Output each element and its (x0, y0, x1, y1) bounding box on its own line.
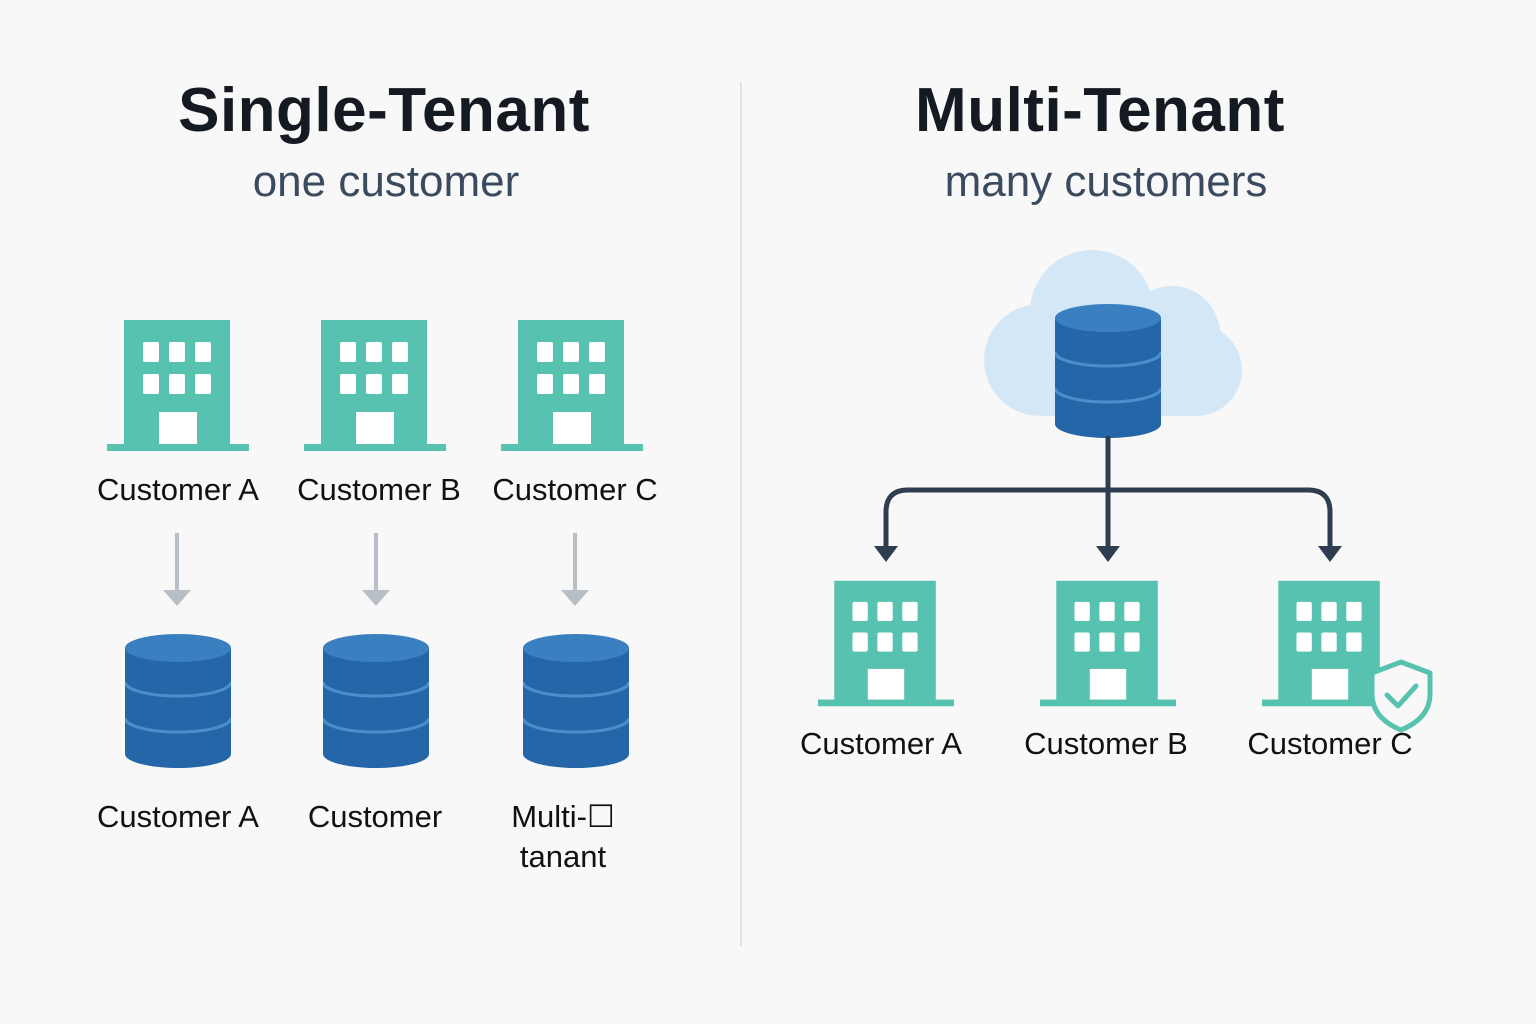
arrow-head-icon-multi-c (1318, 546, 1342, 562)
multi-customer-label-c: Customer C (1247, 726, 1413, 761)
database-icon-shared (1055, 304, 1161, 438)
single-database-label-a: Customer A (97, 799, 259, 834)
multi-customer-label-a: Customer A (800, 726, 962, 761)
multi-tenant-subtitle: many customers (944, 157, 1268, 206)
single-database-label-b: Customer (307, 799, 443, 834)
connector-lines (883, 435, 1333, 551)
database-icon-single-a (125, 634, 231, 768)
single-database-label-c: Multi-☐ tanant (511, 799, 615, 874)
building-icon-single-c (501, 320, 643, 451)
database-icon-single-b (323, 634, 429, 768)
building-icon-single-b (304, 320, 446, 451)
arrow-down-icon-single-c (561, 533, 589, 606)
arrow-head-icon-multi-b (1096, 546, 1120, 562)
building-icon-multi-a (818, 580, 954, 707)
single-customer-label-c: Customer C (492, 472, 658, 507)
arrow-head-icon-multi-a (874, 546, 898, 562)
arrow-down-icon-single-a (163, 533, 191, 606)
multi-customer-label-b: Customer B (1024, 726, 1188, 761)
building-icon-single-a (107, 320, 249, 451)
building-icon-multi-b (1040, 580, 1176, 707)
single-customer-label-a: Customer A (97, 472, 259, 507)
single-tenant-subtitle: one customer (252, 157, 520, 206)
database-icon-single-c (523, 634, 629, 768)
shield-check-icon (1369, 659, 1433, 733)
single-tenant-title: Single-Tenant (178, 76, 590, 145)
section-divider (740, 82, 742, 946)
multi-tenant-title: Multi-Tenant (915, 76, 1285, 145)
single-customer-label-b: Customer B (297, 472, 461, 507)
arrow-down-icon-single-b (362, 533, 390, 606)
